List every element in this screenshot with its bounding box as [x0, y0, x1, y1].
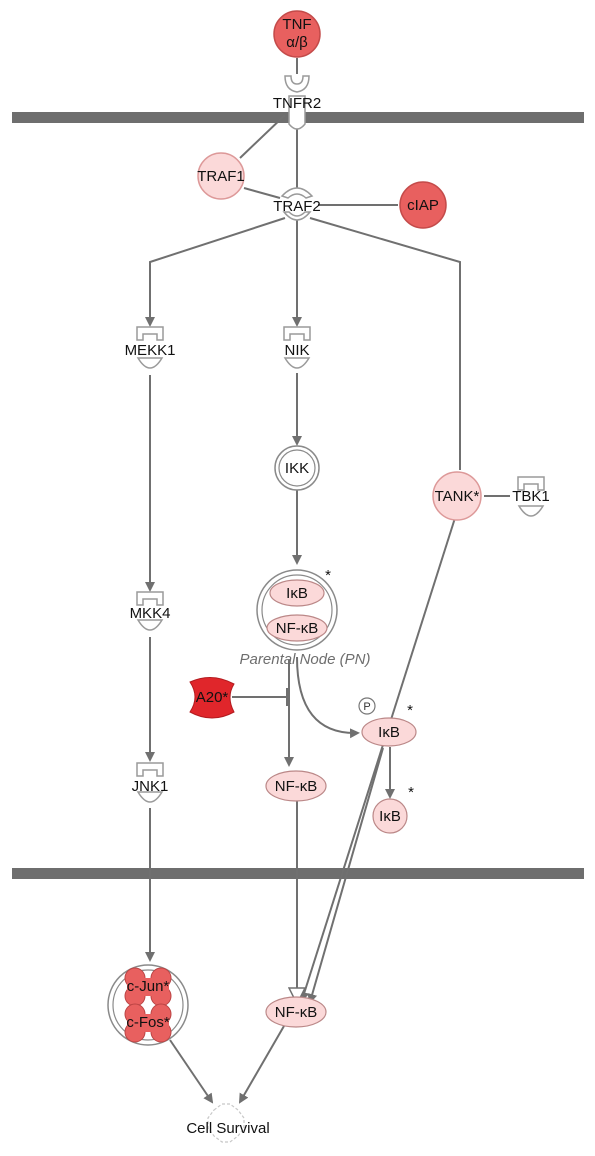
node-ikk[interactable]: IKK: [274, 445, 320, 491]
cell-survival-function-icon: [207, 1103, 245, 1143]
traf2-top-icon: [280, 187, 314, 199]
node-ap1-complex[interactable]: c-Jun* c-Fos*: [107, 964, 189, 1046]
node-tnfr2[interactable]: TNFR2: [273, 75, 321, 130]
nfkb-bottom-label: NF-κB: [275, 1004, 318, 1021]
complex-star: *: [325, 567, 331, 584]
ikk-label: IKK: [285, 460, 309, 477]
ciap-label: cIAP: [407, 197, 439, 214]
traf2-bottom-icon: [282, 211, 312, 221]
ciap-circle: [399, 181, 447, 229]
tbk1-kinase-icon-top: [517, 476, 545, 491]
jnk1-label: JNK1: [132, 778, 169, 795]
complex-nfkb-label: NF-κB: [276, 620, 319, 637]
nfkb-mid-ellipse: [265, 770, 327, 802]
nik-kinase-icon-top: [283, 326, 311, 341]
node-jnk1[interactable]: JNK1: [132, 762, 169, 803]
edge-nfkb-survival: [238, 1025, 285, 1104]
phospho-label: P: [363, 701, 370, 713]
traf1-circle: [197, 152, 245, 200]
jnk1-kinase-icon-top: [136, 762, 164, 777]
tank-label: TANK*: [435, 488, 480, 505]
mkk4-label: MKK4: [130, 605, 171, 622]
ikk-inner-circle: [278, 449, 316, 487]
node-nfkb-cytoplasm[interactable]: NF-κB: [265, 770, 327, 802]
jnk1-kinase-icon-bottom: [136, 791, 164, 803]
node-tbk1[interactable]: TBK1: [512, 476, 550, 517]
edge-traf2-mekk1: [145, 217, 286, 327]
cfos-label: c-Fos*: [126, 1014, 170, 1031]
tnfr2-ligand-binding-icon: [284, 75, 310, 93]
ikb-small-star: *: [408, 784, 414, 801]
ikb-p-star: *: [407, 702, 413, 719]
a20-enzyme-icon: [189, 677, 235, 719]
parental-node-caption: Parental Node (PN): [240, 651, 371, 668]
edge-cjun-survival: [169, 1039, 214, 1104]
traf2-label: TRAF2: [273, 198, 321, 215]
edge-traf2-tank: [309, 217, 461, 470]
tnfr2-receptor-icon: [288, 95, 306, 130]
tbk1-kinase-icon-bottom: [517, 505, 545, 517]
edge-traf1-traf2: [243, 187, 281, 199]
tnf-circle: [273, 10, 321, 58]
node-cell-survival[interactable]: Cell Survival: [186, 1103, 270, 1143]
ikb-small-label: IκB: [379, 808, 401, 825]
nik-kinase-icon-bottom: [283, 357, 311, 369]
node-parental-complex[interactable]: IκB NF-κB *: [256, 567, 338, 651]
mekk1-kinase-icon-bottom: [136, 357, 164, 369]
phospho-badge: [358, 697, 376, 715]
node-nfkb-nucleus[interactable]: NF-κB: [265, 996, 327, 1028]
node-traf2[interactable]: TRAF2: [273, 187, 321, 221]
nfkb-bottom-ellipse: [265, 996, 327, 1028]
mekk1-label: MEKK1: [125, 342, 176, 359]
edges: [145, 58, 510, 1104]
cell-survival-label: Cell Survival: [186, 1120, 269, 1137]
mekk1-kinase-icon-top: [136, 326, 164, 341]
tnf-label-line2: α/β: [286, 34, 308, 51]
mkk4-kinase-icon-top: [136, 591, 164, 606]
node-nik[interactable]: NIK: [283, 326, 311, 369]
edge-tank-nfkb-bottom: [299, 517, 456, 1002]
ikb-small-circle: [372, 798, 408, 834]
tank-circle: [432, 471, 482, 521]
node-a20[interactable]: A20*: [189, 677, 235, 719]
node-ikb-phospho[interactable]: IκB P *: [358, 697, 417, 747]
nfkb-mid-label: NF-κB: [275, 778, 318, 795]
tnfr2-label: TNFR2: [273, 95, 321, 112]
cjun-label: c-Jun*: [127, 978, 170, 995]
node-mekk1[interactable]: MEKK1: [125, 326, 176, 369]
node-mkk4[interactable]: MKK4: [130, 591, 171, 631]
nik-label: NIK: [284, 342, 309, 359]
ikb-p-ellipse: [361, 717, 417, 747]
complex-ikb-label: IκB: [286, 585, 308, 602]
node-tank[interactable]: TANK*: [432, 471, 482, 521]
node-ciap[interactable]: cIAP: [399, 181, 447, 229]
a20-label: A20*: [196, 689, 229, 706]
cjun-shape: [124, 967, 172, 1007]
node-ikb-degraded[interactable]: IκB *: [372, 784, 414, 834]
edge-tnfr2-traf1: [239, 114, 286, 159]
complex-nfkb-ellipse: [266, 614, 328, 642]
node-tnf[interactable]: TNF α/β: [273, 10, 321, 58]
tbk1-label: TBK1: [512, 488, 550, 505]
cfos-shape: [124, 1003, 172, 1043]
traf1-label: TRAF1: [197, 168, 245, 185]
ikb-p-label: IκB: [378, 724, 400, 741]
mkk4-kinase-icon-bottom: [136, 619, 164, 631]
node-traf1[interactable]: TRAF1: [197, 152, 245, 200]
tnf-label-line1: TNF: [282, 16, 311, 33]
edge-ikbp-nfkb-bottom: [307, 747, 384, 1004]
complex-ikb-ellipse: [269, 579, 325, 607]
edge-complex-ikb-p: [296, 656, 360, 739]
